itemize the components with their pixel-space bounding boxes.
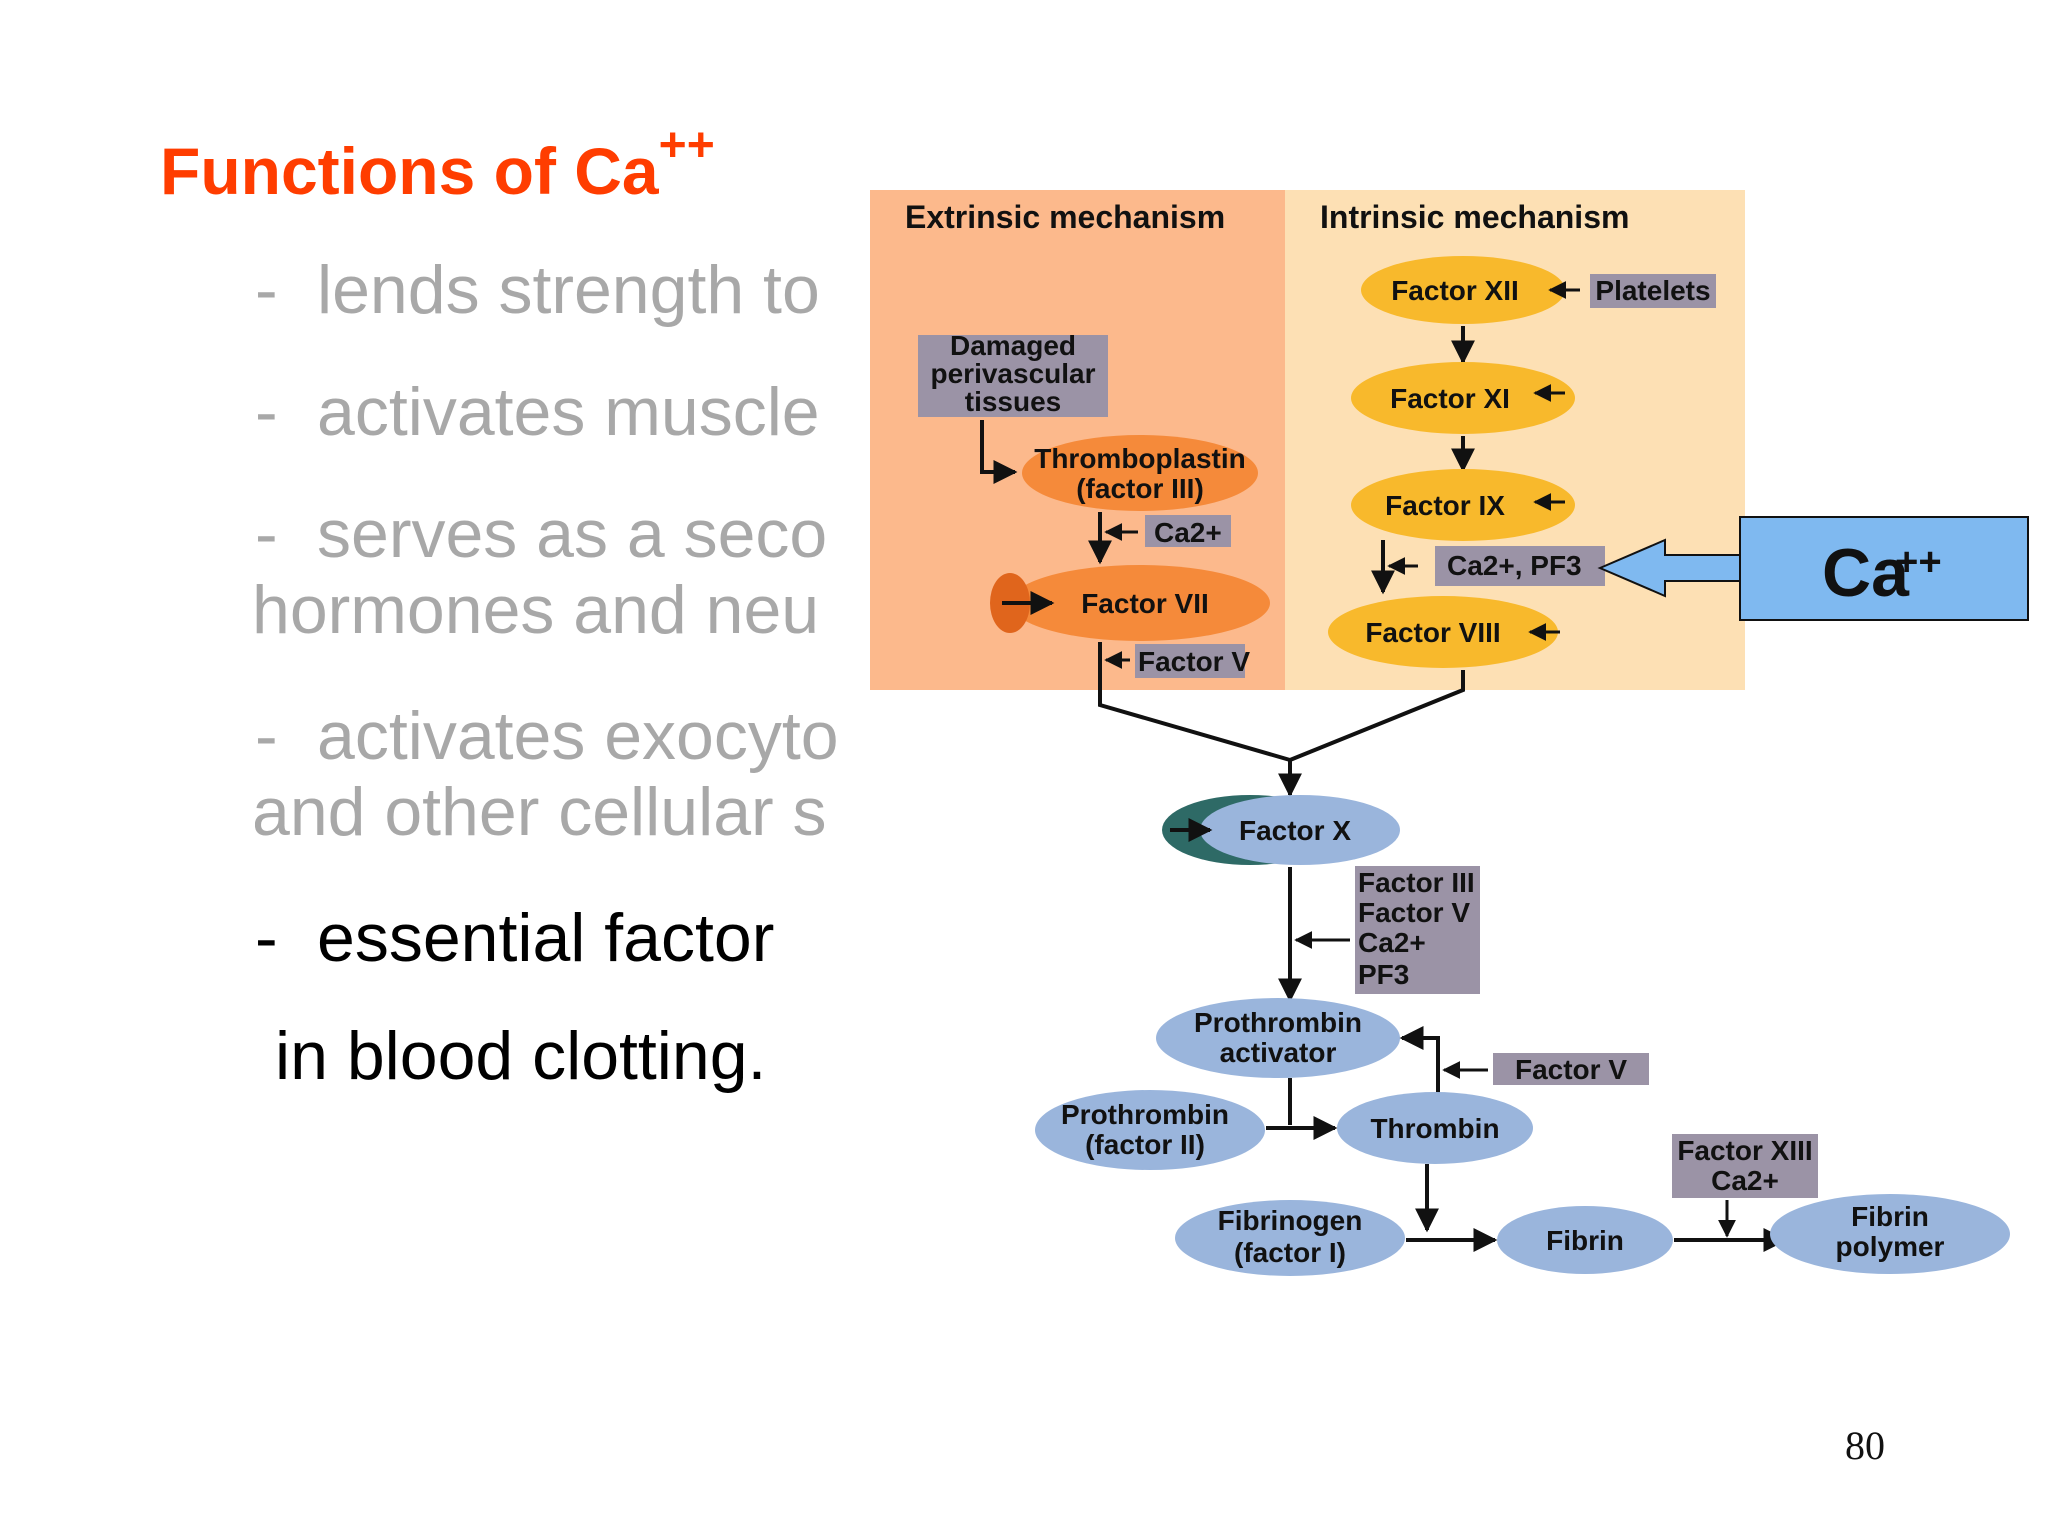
factor-vii-node	[1010, 565, 1270, 641]
factor-ix-node	[1351, 469, 1575, 541]
page-number: 80	[1845, 1423, 1885, 1468]
factor-viii-label: Factor VIII	[1365, 617, 1500, 648]
tissues-label: tissues	[965, 386, 1062, 417]
fibrinogen-label-2: (factor I)	[1234, 1237, 1346, 1268]
damaged-tissues-box	[918, 335, 1108, 417]
bullet-3-line-2: hormones and neu	[255, 572, 820, 648]
cofactor-pf3: PF3	[1358, 959, 1409, 990]
thromboplastin-node	[1022, 435, 1258, 511]
ca-callout-superscript: ++	[1895, 540, 1942, 584]
fibrinogen-node	[1175, 1200, 1405, 1276]
title-superscript: ++	[658, 119, 715, 172]
ca-callout-box	[1739, 516, 2029, 621]
thrombin-node	[1337, 1092, 1533, 1164]
bullet-5: -essential factor	[255, 900, 775, 976]
prothrombin-activator-label-1: Prothrombin	[1194, 1007, 1362, 1038]
factor-xiii-box	[1672, 1134, 1818, 1198]
ca-callout-label: Ca	[1822, 535, 1910, 611]
factor-vii-label: Factor VII	[1081, 588, 1209, 619]
bullet-2: -activates muscle	[255, 374, 820, 450]
fibrin-polymer-label-2: polymer	[1836, 1231, 1945, 1262]
bullet-4-line-2: and other cellular s	[255, 774, 827, 850]
ca2-ext-box	[1145, 515, 1231, 547]
fibrin-node	[1497, 1206, 1673, 1274]
factor-x-label: Factor X	[1239, 815, 1351, 846]
prothrombin-activator-label-2: activator	[1220, 1037, 1337, 1068]
factor-xii-label: Factor XII	[1391, 275, 1519, 306]
thrombin-label: Thrombin	[1370, 1113, 1499, 1144]
ca2-pf3-box	[1435, 546, 1605, 586]
factor-xi-node	[1351, 362, 1575, 434]
bullet-4: -activates exocyto	[255, 698, 839, 774]
factor-xiii-label: Factor XIII	[1677, 1135, 1812, 1166]
prothrombin-label-1: Prothrombin	[1061, 1099, 1229, 1130]
slide-title: Functions of Ca++	[160, 119, 715, 208]
intrinsic-heading: Intrinsic mechanism	[1320, 199, 1629, 235]
fibrin-label: Fibrin	[1546, 1225, 1624, 1256]
bullet-5-line-2: in blood clotting.	[275, 1018, 767, 1094]
platelets-label: Platelets	[1595, 275, 1710, 306]
factor-iii-label: (factor III)	[1076, 473, 1204, 504]
factor-ix-label: Factor IX	[1385, 490, 1505, 521]
platelets-box	[1590, 274, 1716, 308]
factor-viii-node	[1328, 596, 1558, 668]
prothrombin-node	[1035, 1090, 1265, 1170]
cofactor-box	[1355, 866, 1480, 994]
damaged-label: Damaged	[950, 330, 1076, 361]
prothrombin-label-2: (factor II)	[1085, 1129, 1205, 1160]
factor-v-right-label: Factor V	[1515, 1054, 1627, 1085]
cofactor-ca2: Ca2+	[1358, 927, 1426, 958]
fibrin-polymer-node	[1770, 1194, 2010, 1274]
factor-x-node	[1200, 795, 1400, 865]
prothrombin-activator-node	[1156, 998, 1400, 1078]
perivascular-label: perivascular	[931, 358, 1096, 389]
ca2-pf3-label: Ca2+, PF3	[1447, 550, 1582, 581]
factor-v-ext-label: Factor V	[1138, 646, 1250, 677]
bullet-list: -lends strength to -activates muscle -se…	[255, 250, 845, 1150]
fibrinogen-label-1: Fibrinogen	[1218, 1205, 1363, 1236]
extrinsic-heading: Extrinsic mechanism	[905, 199, 1225, 235]
cofactor-factor-v: Factor V	[1358, 897, 1470, 928]
ca2-ext-label: Ca2+	[1154, 517, 1222, 548]
factor-xii-node	[1361, 256, 1565, 324]
factor-xiii-ca2-label: Ca2+	[1711, 1165, 1779, 1196]
bullet-3: -serves as a seco	[255, 496, 828, 572]
fibrin-polymer-label-1: Fibrin	[1851, 1201, 1929, 1232]
cofactor-factor-iii: Factor III	[1358, 867, 1475, 898]
factor-xi-label: Factor XI	[1390, 383, 1510, 414]
factor-v-ext-box	[1135, 644, 1245, 678]
bullet-1: -lends strength to	[255, 252, 820, 328]
thromboplastin-label: Thromboplastin	[1034, 443, 1246, 474]
factor-v-right-box	[1493, 1053, 1649, 1085]
